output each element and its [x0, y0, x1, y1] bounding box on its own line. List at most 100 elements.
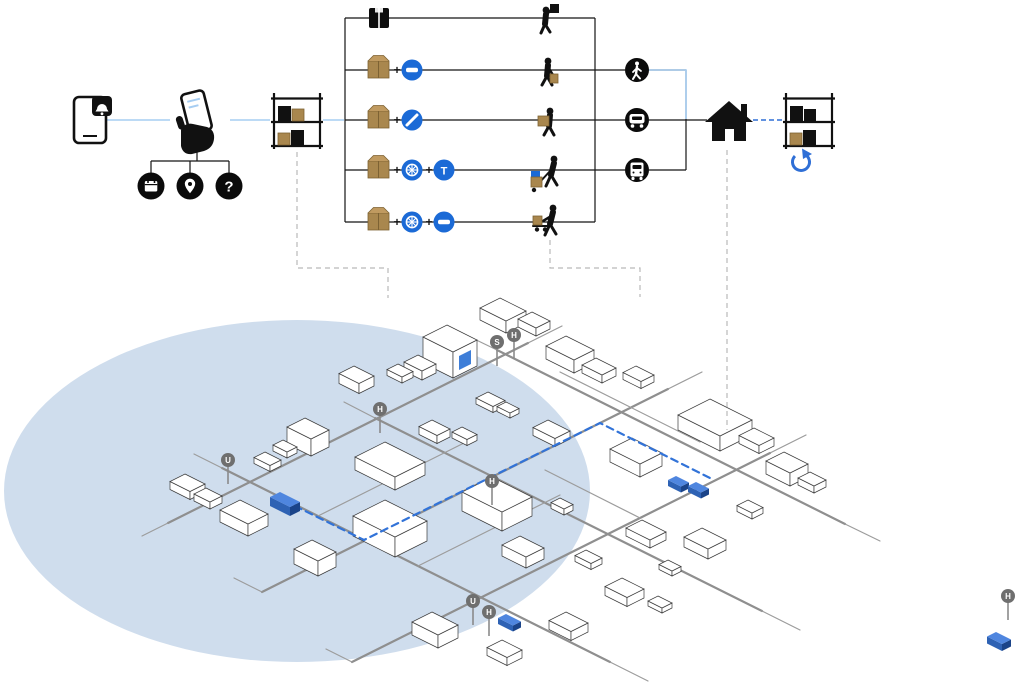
building [548, 611, 589, 642]
road-branch [844, 523, 881, 542]
road-branch [343, 401, 376, 419]
plus-sign: + [393, 215, 400, 229]
road-branch [559, 371, 701, 443]
question-glyph: ? [224, 179, 233, 196]
building [338, 365, 375, 395]
building [550, 497, 574, 516]
brown-parcel-icon [367, 155, 390, 179]
pin-label: S [494, 338, 500, 347]
building [486, 639, 523, 667]
building [352, 499, 428, 558]
courier-hand-bag-icon [540, 57, 559, 87]
building [581, 357, 617, 384]
building [479, 297, 527, 334]
map-pin: H [1001, 589, 1015, 620]
road [373, 416, 764, 613]
building [736, 499, 764, 520]
courier-cart-icon [532, 204, 558, 237]
returns-shelf-icon [783, 93, 835, 149]
building [604, 577, 645, 608]
house-icon [705, 101, 753, 141]
building [501, 535, 545, 569]
brown-parcel-icon [367, 105, 390, 129]
plus-sign: + [393, 163, 400, 177]
map-pin: H [507, 328, 521, 359]
building [647, 595, 673, 614]
building [219, 499, 269, 537]
hub-connector [296, 152, 389, 298]
black-parcel-icon [369, 8, 389, 28]
hand-phone-icon [175, 89, 215, 155]
building [625, 519, 667, 549]
road-branch [233, 577, 263, 593]
road-branch [325, 648, 353, 663]
brown-parcel-icon [367, 55, 390, 79]
building [574, 549, 603, 571]
pin-label: U [225, 456, 231, 465]
courier-trolley-icon [530, 155, 559, 193]
map-pin: H [373, 402, 387, 433]
car-icon [625, 108, 649, 132]
map-pin: H [482, 605, 496, 636]
flow-connectors-blue [107, 69, 687, 121]
pin-label: H [377, 405, 383, 414]
pedestrian-icon [625, 58, 649, 82]
building [683, 527, 727, 560]
phone-notification-icon [72, 95, 112, 145]
plus-sign: + [393, 113, 400, 127]
road [166, 341, 530, 525]
trailer-letter: T [441, 166, 448, 178]
pin-label: H [1005, 592, 1011, 601]
map-pin: U [221, 453, 235, 484]
parcel-markers [270, 476, 1011, 651]
parcel-marker [668, 476, 689, 493]
cargo-wheel-icon [401, 159, 423, 181]
bus-icon [625, 158, 649, 182]
courier-shoulder-carry-icon [539, 4, 559, 35]
brown-parcel-icon [367, 207, 390, 231]
road-branch [609, 661, 649, 682]
plus-sign: + [425, 163, 432, 177]
coverage-area [4, 320, 590, 662]
courier-front-carry-icon [537, 107, 556, 137]
cargo-wheel-icon [401, 211, 423, 233]
building [354, 441, 426, 491]
highlighted-building-panel [459, 350, 471, 370]
pin-label: U [470, 597, 476, 606]
building [677, 398, 753, 452]
road-branch [527, 325, 563, 344]
route-layer [293, 421, 714, 542]
courier-connector [549, 240, 641, 297]
diagram-to-map-connectors [296, 150, 728, 430]
building [738, 427, 775, 455]
building [293, 539, 337, 577]
road-branch [417, 494, 561, 567]
road-branch [544, 469, 641, 519]
pin-label: H [486, 608, 492, 617]
bell-icon [95, 104, 109, 112]
parcel-marker [987, 632, 1011, 651]
parcel-marker [270, 492, 300, 516]
road-branch [667, 371, 703, 390]
refresh-icon [791, 148, 812, 172]
road [495, 348, 847, 526]
building [386, 363, 414, 384]
delivery-options: ? [137, 172, 243, 200]
building [403, 354, 437, 381]
trailer-icon [433, 159, 455, 181]
building [253, 451, 282, 473]
building [475, 391, 506, 414]
delivery-route [293, 421, 714, 542]
plus-sign: + [393, 63, 400, 77]
building [272, 439, 298, 459]
building [765, 451, 809, 487]
pin-label: H [489, 477, 495, 486]
parcel-marker [498, 614, 521, 632]
building [622, 365, 655, 390]
road-branch [141, 522, 169, 537]
building [418, 419, 451, 445]
building [286, 417, 330, 457]
